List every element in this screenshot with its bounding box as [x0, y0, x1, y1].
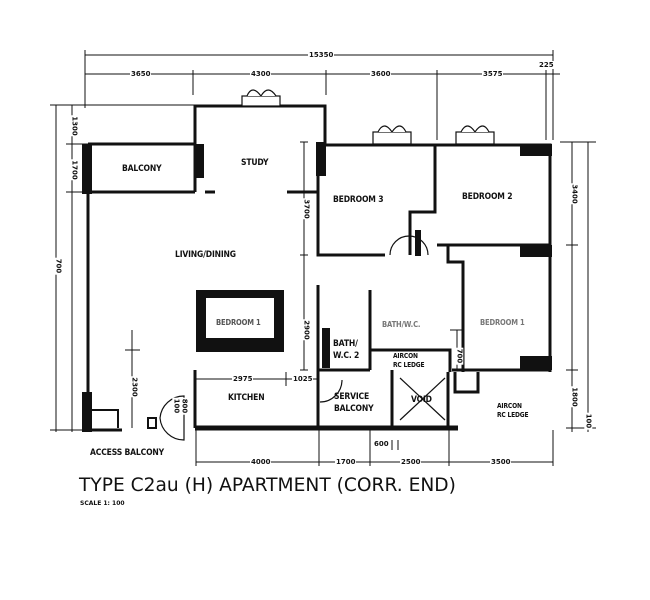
- dim-door-width-2: 800: [180, 397, 189, 415]
- room-label-service-balcony-line2: BALCONY: [334, 404, 374, 414]
- room-label-bath-wc-2-line1: BATH/: [333, 339, 358, 349]
- label-aircon-ledge-2-line2: RC LEDGE: [497, 411, 529, 419]
- dim-top-4: 3575: [482, 70, 504, 78]
- wall-west: [86, 144, 122, 432]
- room-label-bedroom-3: BEDROOM 3: [333, 195, 384, 205]
- dim-corridor: 2900: [302, 319, 311, 341]
- dim-top-offset: 225: [538, 61, 555, 69]
- room-label-access-balcony: ACCESS BALCONY: [90, 448, 165, 458]
- door-swing-main-entry: [159, 395, 185, 441]
- dim-study-depth: 3700: [302, 198, 311, 220]
- label-aircon-ledge-1-line2: RC LEDGE: [393, 361, 425, 369]
- dim-top-3: 3600: [370, 70, 392, 78]
- dim-left-overall: 700: [54, 257, 63, 275]
- room-label-balcony: BALCONY: [122, 164, 162, 174]
- wall-study: [193, 104, 327, 192]
- room-label-bedroom-1-faded: BEDROOM 1: [480, 318, 525, 327]
- room-label-service-balcony-line1: SERVICE: [334, 392, 370, 402]
- plan-scale: SCALE 1: 100: [80, 500, 125, 507]
- dim-kitchen-width: 2975: [232, 375, 254, 383]
- dim-left-1: 1300: [70, 115, 79, 137]
- dim-small-wall: 700: [455, 347, 464, 365]
- dim-top-overall: 15350: [308, 51, 335, 59]
- dim-bottom-2: 1700: [335, 458, 357, 466]
- dim-kitchen-offset: 1025: [292, 375, 314, 383]
- dim-door-width-1: 100: [172, 397, 181, 415]
- dim-bottom-1: 4000: [250, 458, 272, 466]
- dim-top-2: 4300: [250, 70, 272, 78]
- room-label-study: STUDY: [241, 158, 269, 168]
- label-aircon-ledge-1-line1: AIRCON: [393, 352, 418, 360]
- room-label-void: VOID: [411, 395, 432, 405]
- room-label-bath-wc-1-faded: BATH/W.C.: [382, 320, 421, 329]
- label-cabinet-faded: BEDROOM 1: [216, 318, 261, 327]
- door-swing-bedrooms: [389, 235, 429, 256]
- dim-living-height: 2300: [130, 376, 139, 398]
- plan-title: TYPE C2au (H) APARTMENT (CORR. END): [79, 474, 456, 496]
- dim-bottom-4: 3500: [490, 458, 512, 466]
- windows: [241, 89, 495, 145]
- dim-right-2: 1800: [570, 386, 579, 408]
- label-aircon-ledge-2-line1: AIRCON: [497, 402, 522, 410]
- door-swing-service-balcony: [319, 379, 343, 403]
- dim-left-2: 1700: [70, 159, 79, 181]
- dim-bottom-3: 2500: [400, 458, 422, 466]
- room-label-bath-wc-2-line2: W.C. 2: [333, 351, 360, 361]
- room-label-living-dining: LIVING/DINING: [175, 250, 236, 260]
- dim-right-1: 3400: [570, 183, 579, 205]
- dim-bottom-small: 600: [373, 440, 390, 448]
- dim-right-3: 100: [584, 412, 593, 430]
- room-label-kitchen: KITCHEN: [228, 393, 265, 403]
- room-label-bedroom-2: BEDROOM 2: [462, 192, 513, 202]
- kitchen-cabinet-block: [196, 290, 284, 352]
- dim-top-1: 3650: [130, 70, 152, 78]
